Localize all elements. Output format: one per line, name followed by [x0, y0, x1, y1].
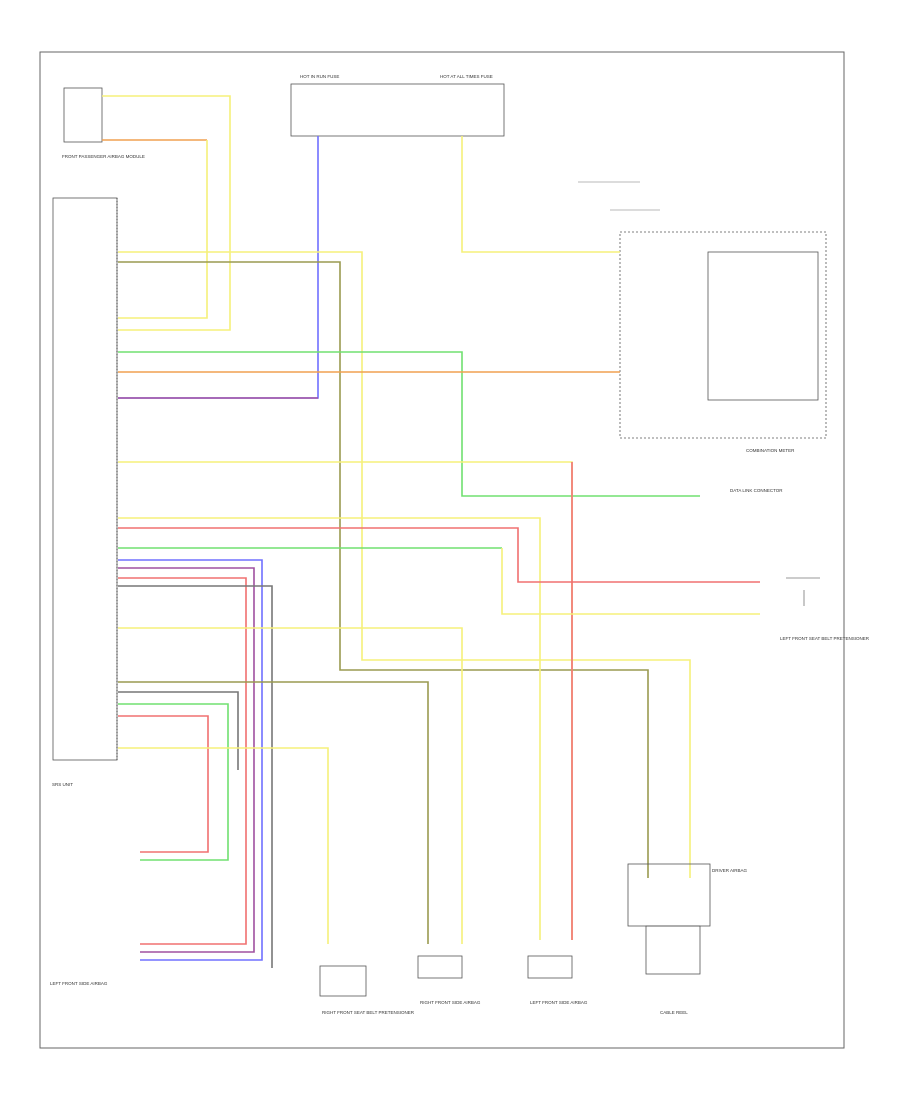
wire-yellow-fuse-meter — [461, 136, 620, 253]
srs-unit-label: SRS UNIT — [52, 782, 73, 787]
fuse-left-label: HOT IN RUN FUSE — [300, 74, 339, 79]
wire-olive-top — [118, 261, 649, 878]
wire-yellow-lower — [118, 747, 329, 944]
passenger-airbag-label: FRONT PASSENGER AIRBAG MODULE — [62, 154, 145, 159]
wire-yellow-airbag-2 — [118, 140, 208, 319]
passenger-airbag-box — [63, 87, 103, 143]
wire-red-bundle — [118, 577, 247, 945]
left-side-airbag-box — [527, 955, 573, 979]
cable-reel-label: CABLE REEL — [660, 1010, 688, 1015]
wire-yellow-airbag-1 — [102, 95, 231, 331]
wire-yellow-belt — [501, 548, 760, 615]
diagram-frame — [39, 51, 845, 1049]
driver-airbag-box — [627, 863, 711, 927]
combination-meter-label: COMBINATION METER — [746, 448, 795, 453]
wire-yellow-top — [118, 251, 691, 878]
wire-gray-bundle — [118, 585, 273, 968]
left-front-side-label: LEFT FRONT SIDE AIRBAG — [530, 1000, 588, 1005]
left-side-airbag-label: LEFT FRONT SIDE AIRBAG — [50, 981, 108, 986]
wire-green-lower — [118, 703, 229, 861]
right-front-belt-box — [319, 965, 367, 997]
combination-meter-box — [619, 231, 827, 439]
wire-purple-bundle — [118, 567, 255, 953]
left-front-belt-label: LEFT FRONT SEAT BELT PRETENSIONER — [780, 636, 870, 641]
wire-red-belt — [118, 527, 760, 583]
data-link-label: DATA LINK CONNECTOR — [730, 488, 783, 493]
wire-yellow-mid-1 — [118, 517, 541, 940]
wire-yellow-right-belt — [118, 627, 463, 944]
cable-reel-box — [645, 925, 701, 975]
srs-indicator-box — [707, 251, 819, 401]
wire-olive-lower — [118, 681, 429, 944]
wire-yellow-left-side — [118, 461, 573, 940]
fuse-right-label: HOT AT ALL TIMES FUSE — [440, 74, 493, 79]
driver-airbag-label: DRIVER AIRBAG — [712, 868, 748, 873]
srs-unit-box — [52, 197, 118, 761]
wire-blue-fuse — [118, 136, 319, 399]
right-front-belt-label: RIGHT FRONT SEAT BELT PRETENSIONER — [322, 1010, 415, 1015]
right-side-airbag-box — [417, 955, 463, 979]
wire-gray-lower — [118, 691, 239, 770]
right-front-side-label: RIGHT FRONT SIDE AIRBAG — [420, 1000, 481, 1005]
wire-blue-bundle-1 — [118, 559, 263, 961]
wire-green-datalink — [118, 351, 700, 497]
wire-red-lower — [118, 715, 209, 853]
fuse-box — [290, 83, 505, 137]
